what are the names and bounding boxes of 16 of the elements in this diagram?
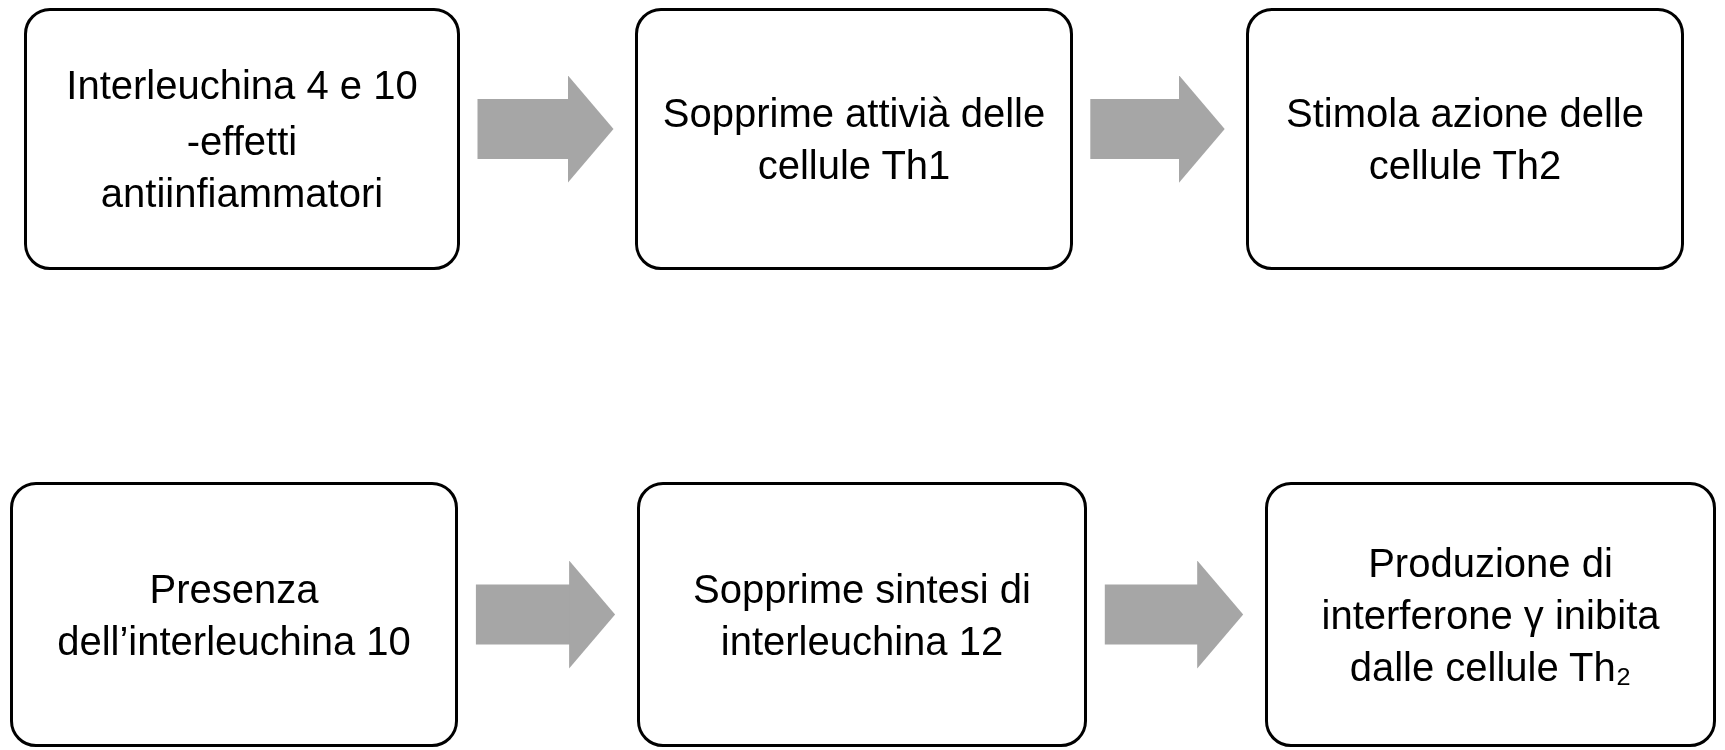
box-text: Sopprime sintesi di interleuchina 12	[692, 565, 1032, 665]
process-box	[24, 8, 460, 270]
process-box	[1246, 8, 1684, 270]
box-text: Sopprime attivià delle cellule Th1	[662, 90, 1046, 189]
process-box	[1265, 482, 1716, 747]
box-text: Stimola azione delle cellule Th2	[1285, 90, 1645, 189]
block-arrow	[1090, 75, 1225, 183]
block-arrow	[477, 75, 614, 183]
block-arrow	[475, 560, 616, 669]
process-box	[10, 482, 458, 747]
box-text: Interleuchina 4 e 10	[66, 62, 418, 109]
box-text: Presenza dell’interleuchina 10	[56, 565, 412, 665]
process-box	[635, 8, 1073, 270]
box-text: -effetti antiinfiammatori	[99, 118, 385, 217]
box-text: Produzione di interferone γ inibita dalle cellule Th₂	[1320, 539, 1661, 691]
process-box	[637, 482, 1087, 747]
